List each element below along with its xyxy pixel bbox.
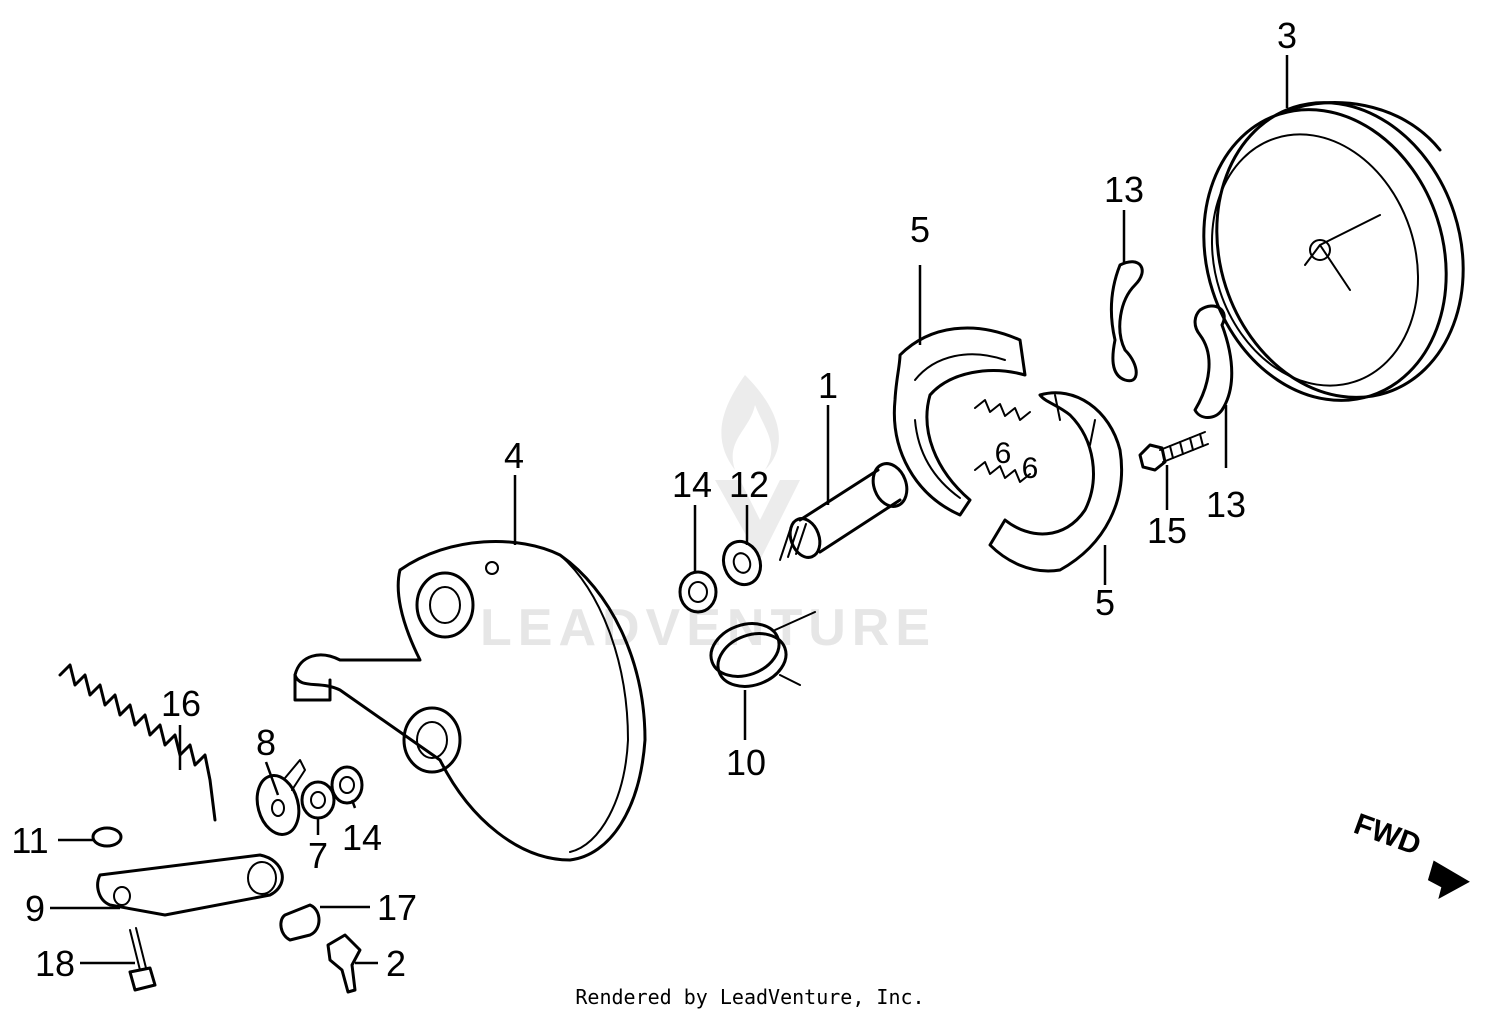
shoe-spring-lower — [974, 461, 1031, 483]
wear-indicator-plate — [255, 759, 306, 836]
dust-seal-upper — [678, 570, 718, 614]
brake-panel — [293, 539, 647, 862]
callout-labels: 3 13 13 15 5 5 6 6 1 12 14 10 4 16 8 7 1… — [11, 15, 1297, 984]
callout-17: 17 — [377, 887, 417, 928]
fwd-arrow: FWD — [1350, 808, 1470, 900]
callout-6-left: 6 — [995, 437, 1012, 470]
arm-joint — [279, 903, 321, 942]
bolt — [1138, 431, 1209, 472]
callout-13-upper: 13 — [1104, 169, 1144, 210]
nut — [300, 780, 336, 820]
shoe-retainer-lower — [1193, 304, 1234, 419]
arm-bolt — [128, 927, 157, 992]
callout-18: 18 — [35, 943, 75, 984]
credit-text: Rendered by LeadVenture, Inc. — [575, 985, 925, 1009]
callout-10: 10 — [726, 742, 766, 783]
brake-shoe-upper — [892, 326, 1027, 517]
shoe-retainer-upper — [1109, 260, 1144, 383]
callout-5-upper: 5 — [910, 209, 930, 250]
cable-clip — [326, 933, 362, 994]
callout-4: 4 — [504, 435, 524, 476]
small-nut — [91, 826, 123, 848]
callout-14-lower: 14 — [342, 817, 382, 858]
callout-16: 16 — [161, 683, 201, 724]
dust-seal-lower — [330, 765, 364, 805]
callout-8: 8 — [256, 722, 276, 763]
callout-12: 12 — [729, 464, 769, 505]
callout-15: 15 — [1147, 510, 1187, 551]
brake-shoe-lower — [988, 391, 1124, 573]
washer — [721, 539, 763, 587]
fwd-label: FWD — [1350, 808, 1425, 862]
return-spring — [709, 611, 816, 688]
callout-11: 11 — [11, 820, 48, 861]
callout-6-right: 6 — [1022, 452, 1039, 485]
shoe-spring-upper — [974, 399, 1031, 421]
watermark-text: LEADVENTURE — [480, 599, 936, 657]
adjuster-spring — [58, 663, 217, 822]
watermark: LEADVENTURE — [480, 375, 936, 657]
callout-2: 2 — [386, 943, 406, 984]
leader-lines — [50, 55, 1289, 965]
callout-1: 1 — [818, 365, 838, 406]
brake-camshaft — [779, 462, 909, 561]
callout-7: 7 — [308, 835, 328, 876]
callout-5-lower: 5 — [1095, 582, 1115, 623]
brake-arm — [96, 853, 284, 917]
callout-9: 9 — [25, 888, 45, 929]
callout-14-upper: 14 — [672, 464, 712, 505]
brake-drum — [1202, 101, 1465, 402]
callout-3: 3 — [1277, 15, 1297, 56]
callout-13-lower: 13 — [1206, 484, 1246, 525]
